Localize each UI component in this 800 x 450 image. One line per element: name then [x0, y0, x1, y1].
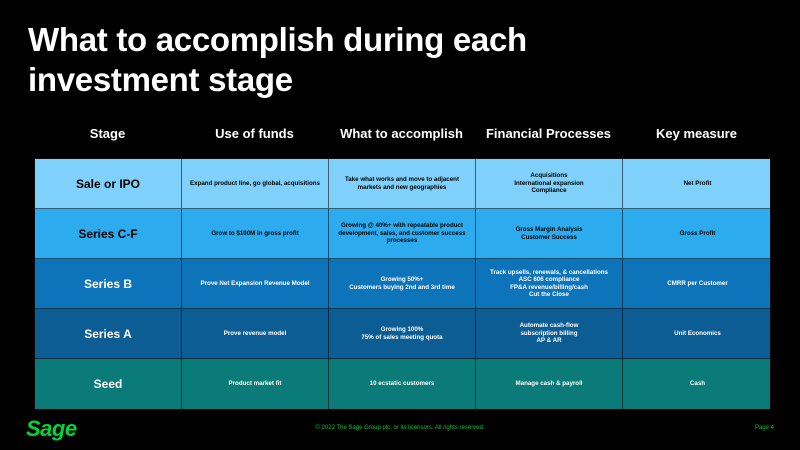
accomplish-cell: Growing 100%75% of sales meeting quota: [329, 309, 476, 358]
cell-text-line: Product market fit: [228, 380, 282, 388]
use-of-funds-cell: Expand product line, go global, acquisit…: [182, 159, 329, 208]
cell-text-line: Growing @ 40%+ with repeatable product: [340, 222, 464, 230]
cell-text-line: CMRR per Customer: [667, 279, 728, 287]
table-row: Series B Prove Net Expansion Revenue Mode…: [35, 259, 770, 309]
cell-text-line: Customer Success: [521, 233, 577, 241]
stage-cell: Sale or IPO: [35, 159, 182, 208]
use-of-funds-cell: Grow to $100M in gross profit: [182, 209, 329, 258]
cell-text-line: Customers buying 2nd and 3rd time: [349, 283, 455, 291]
table-row: Seed Product market fit 10 ecstatic custom…: [35, 359, 770, 409]
header-stage: Stage: [89, 126, 126, 141]
key-measure-cell: CMRR per Customer: [623, 259, 772, 308]
stage-label: Series A: [84, 326, 132, 341]
use-of-funds-cell: Prove revenue model: [182, 309, 329, 358]
header-what-to-accomplish: What to accomplish: [340, 126, 463, 141]
header-financial-processes: Financial Processes: [485, 126, 611, 141]
header-use-of-funds: Use of funds: [215, 126, 294, 141]
cell-text-line: Cash: [689, 380, 706, 388]
key-measure-cell: Gross Profit: [623, 209, 772, 258]
cell-text-line: Manage cash & payroll: [515, 380, 583, 388]
cell-text-line: Grow to $100M in gross profit: [211, 229, 299, 237]
page-number: Page 4: [754, 425, 774, 431]
cell-text-line: Expand product line, go global, acquisit…: [190, 179, 320, 187]
cell-text-line: Prove revenue model: [223, 329, 287, 337]
cell-text-line: AP & AR: [536, 337, 562, 345]
cell-text-line: Track upsells, renewals, & cancellations: [490, 268, 608, 276]
stage-label: Series C-F: [78, 226, 138, 241]
cell-text-line: subscription billing: [520, 329, 578, 337]
header-key-measure: Key measure: [656, 126, 737, 141]
cell-text-line: Gross Margin Analysis: [515, 226, 583, 234]
cell-text-line: 10 ecstatic customers: [369, 380, 435, 388]
cell-text-line: ASC 606 compliance: [518, 276, 580, 284]
accomplish-cell: 10 ecstatic customers: [329, 359, 476, 409]
cell-text-line: Automate cash-flow: [519, 322, 579, 330]
cell-text-line: markets and new geographies: [357, 183, 447, 191]
table-row: Series C-F Grow to $100M in gross profit G…: [35, 209, 770, 259]
cell-text-line: Prove Net Expansion Revenue Model: [200, 279, 310, 287]
use-of-funds-cell: Product market fit: [182, 359, 329, 409]
use-of-funds-cell: Prove Net Expansion Revenue Model: [182, 259, 329, 308]
cell-text-line: Unit Economics: [674, 329, 721, 337]
stage-table: Sale or IPO Expand product line, go globa…: [34, 158, 771, 409]
cell-text-line: Cut the Close: [529, 290, 569, 298]
key-measure-cell: Net Profit: [623, 159, 772, 208]
stage-cell: Series A: [35, 309, 182, 358]
cell-text-line: Growing 100%: [380, 326, 424, 334]
cell-text-line: Compliance: [531, 187, 567, 195]
cell-text-line: processes: [386, 237, 418, 245]
cell-text-line: FP&A revenue/billing/cash: [510, 283, 588, 291]
stage-cell: Seed: [35, 359, 182, 409]
cell-text-line: Net Profit: [683, 179, 712, 187]
financial-processes-cell: Track upsells, renewals, & cancellations…: [476, 259, 623, 308]
table-row: Sale or IPO Expand product line, go globa…: [35, 159, 770, 209]
title-line-1: What to accomplish during each: [28, 21, 527, 58]
key-measure-cell: Unit Economics: [623, 309, 772, 358]
cell-text-line: development, sales, and customer success: [338, 229, 466, 237]
stage-label: Series B: [83, 276, 133, 291]
cell-text-line: Gross Profit: [679, 229, 716, 237]
key-measure-cell: Cash: [623, 359, 772, 409]
sage-logo: Sage: [26, 416, 77, 441]
copyright-text: © 2022 The Sage Group plc, or its licens…: [315, 425, 485, 431]
cell-text-line: Growing 50%+: [380, 276, 424, 284]
financial-processes-cell: Manage cash & payroll: [476, 359, 623, 409]
stage-cell: Series B: [35, 259, 182, 308]
accomplish-cell: Growing 50%+Customers buying 2nd and 3rd…: [329, 259, 476, 308]
table-header: Stage Use of funds What to accomplish Fi…: [34, 124, 771, 144]
page-title: What to accomplish during each investmen…: [28, 20, 628, 100]
cell-text-line: 75% of sales meeting quota: [361, 333, 443, 341]
stage-label: Sale or IPO: [75, 176, 141, 191]
title-line-2: investment stage: [28, 61, 293, 98]
stage-cell: Series C-F: [35, 209, 182, 258]
cell-text-line: International expansion: [514, 179, 584, 187]
table-row: Series A Prove revenue model Growing 100%7…: [35, 309, 770, 359]
cell-text-line: Take what works and move to adjacent: [344, 176, 460, 184]
cell-text-line: Acquisitions: [530, 172, 568, 180]
stage-label: Seed: [93, 377, 123, 391]
